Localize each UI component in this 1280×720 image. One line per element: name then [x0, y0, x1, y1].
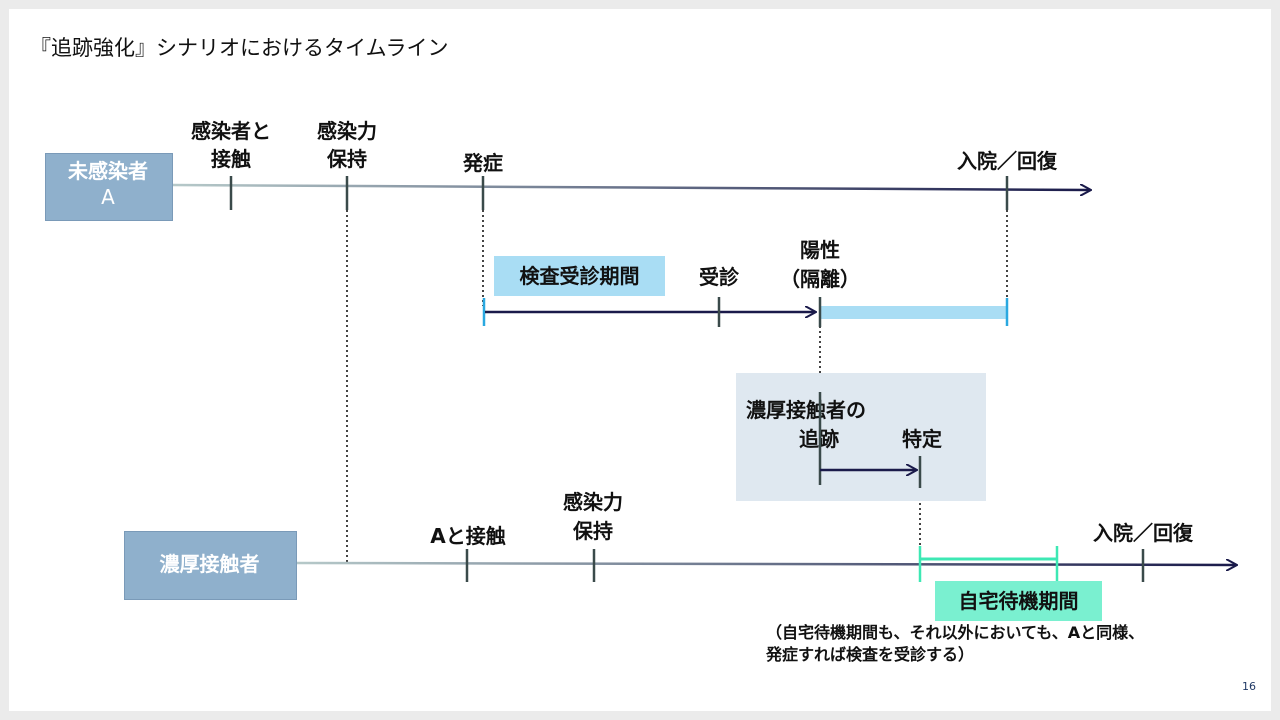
contact-a-label-2: 接触 [211, 147, 251, 171]
infectious-a-label-1: 感染力 [317, 119, 377, 143]
actor-contact-box [124, 531, 297, 600]
actor-a-label-1: 未感染者 [68, 159, 148, 183]
contact-b-label: Aと接触 [430, 524, 506, 548]
infectious-b-label-2: 保持 [573, 519, 613, 543]
positive-label-2: （隔離） [780, 267, 860, 291]
recovery-b-label: 入院／回復 [1093, 521, 1193, 545]
quarantine-note-1: （自宅待機期間も、それ以外においても、Aと同様、 [766, 623, 1145, 642]
tracing-box [736, 373, 986, 501]
infectious-a-label-2: 保持 [327, 147, 367, 171]
quarantine-label: 自宅待機期間 [958, 589, 1079, 613]
contact-a-label-1: 感染者と [191, 119, 271, 143]
test-period-label: 検査受診期間 [519, 264, 640, 288]
actor-a-box [45, 153, 173, 221]
infectious-b-label-1: 感染力 [563, 490, 623, 514]
quarantine-note-2: 発症すれば検査を受診する） [766, 645, 975, 664]
test-period-label-box [494, 256, 665, 296]
visit-label: 受診 [699, 265, 739, 289]
timeline-a-axis [171, 183, 1090, 190]
onset-label: 発症 [463, 151, 503, 175]
identified-label: 特定 [902, 427, 942, 451]
recovery-a-label: 入院／回復 [957, 149, 1057, 173]
tracing-title-1: 濃厚接触者の [746, 398, 866, 422]
positive-label-1: 陽性 [800, 238, 840, 262]
actor-contact-label: 濃厚接触者 [159, 552, 260, 576]
positive-bar [820, 306, 1007, 319]
timeline-b-axis [295, 563, 1236, 565]
slide-title: 『追跡強化』シナリオにおけるタイムライン [30, 36, 449, 60]
page-number: 16 [1242, 680, 1256, 693]
quarantine-label-box [935, 581, 1102, 621]
actor-a-label-2: A [101, 185, 115, 209]
